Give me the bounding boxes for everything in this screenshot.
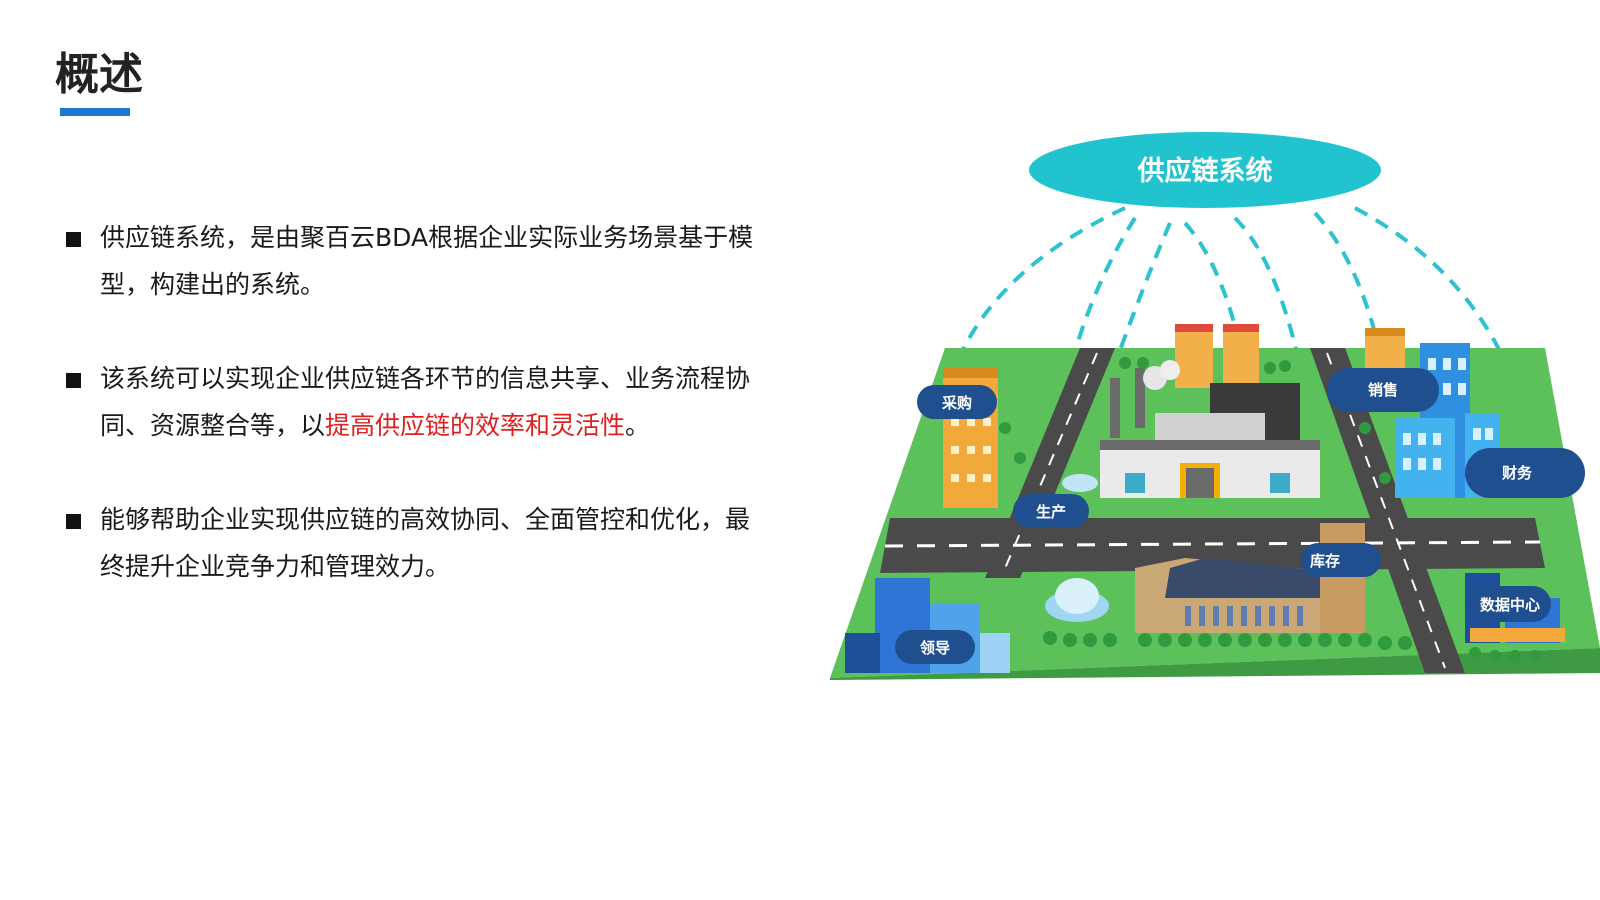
module-label: 库存: [1310, 552, 1340, 570]
title-underline: [60, 108, 130, 116]
bullet-item: 供应链系统，是由聚百云BDA根据企业实际业务场景基于模型，构建出的系统。: [66, 214, 766, 308]
module-sales: 销售: [1327, 368, 1439, 412]
module-purchase: 采购: [917, 385, 997, 419]
supply-chain-header: 供应链系统: [1029, 132, 1381, 208]
module-leader: 领导: [895, 630, 975, 664]
module-label: 数据中心: [1480, 596, 1540, 614]
module-finance: 财务: [1465, 448, 1585, 498]
bullet-highlight: 提高供应链的效率和灵活性: [325, 411, 626, 440]
bullet-square-icon: [66, 232, 81, 247]
module-datacenter: 数据中心: [1469, 586, 1551, 622]
bullet-text: 该系统可以实现企业供应链各环节的信息共享、业务流程协同、资源整合等，以提高供应链…: [100, 355, 766, 449]
bullet-text-part: 。: [625, 411, 651, 440]
bullet-item: 该系统可以实现企业供应链各环节的信息共享、业务流程协同、资源整合等，以提高供应链…: [66, 355, 766, 449]
supply-chain-label: 供应链系统: [1137, 155, 1273, 187]
module-label: 采购: [941, 394, 972, 412]
bullet-text: 供应链系统，是由聚百云BDA根据企业实际业务场景基于模型，构建出的系统。: [100, 223, 754, 299]
module-label: 生产: [1036, 503, 1066, 521]
bullet-square-icon: [66, 373, 81, 388]
module-label: 财务: [1502, 464, 1533, 482]
supply-chain-city-illustration: 供应链系统 采购 生产 销售 财务 库存 数据中心 领导: [830, 132, 1600, 680]
bullet-list: 供应链系统，是由聚百云BDA根据企业实际业务场景基于模型，构建出的系统。 该系统…: [66, 214, 766, 637]
module-production: 生产: [1013, 494, 1089, 528]
slide-title: 概述: [55, 49, 143, 100]
module-label: 销售: [1368, 381, 1398, 399]
bullet-text: 能够帮助企业实现供应链的高效协同、全面管控和优化，最终提升企业竞争力和管理效力。: [100, 505, 751, 581]
bullet-square-icon: [66, 514, 81, 529]
module-label: 领导: [919, 639, 950, 657]
bullet-text-part: 该系统可以实现企业供应链各环节的信息共享、业务流程协同、资源整合等，以: [100, 364, 751, 440]
bullet-item: 能够帮助企业实现供应链的高效协同、全面管控和优化，最终提升企业竞争力和管理效力。: [66, 496, 766, 590]
trees: [999, 357, 1541, 662]
office-building-right: [1395, 343, 1500, 498]
module-inventory: 库存: [1301, 543, 1381, 577]
factory-building: [1100, 360, 1320, 498]
warehouse-building: [1135, 523, 1365, 633]
fountain: [1045, 474, 1109, 622]
